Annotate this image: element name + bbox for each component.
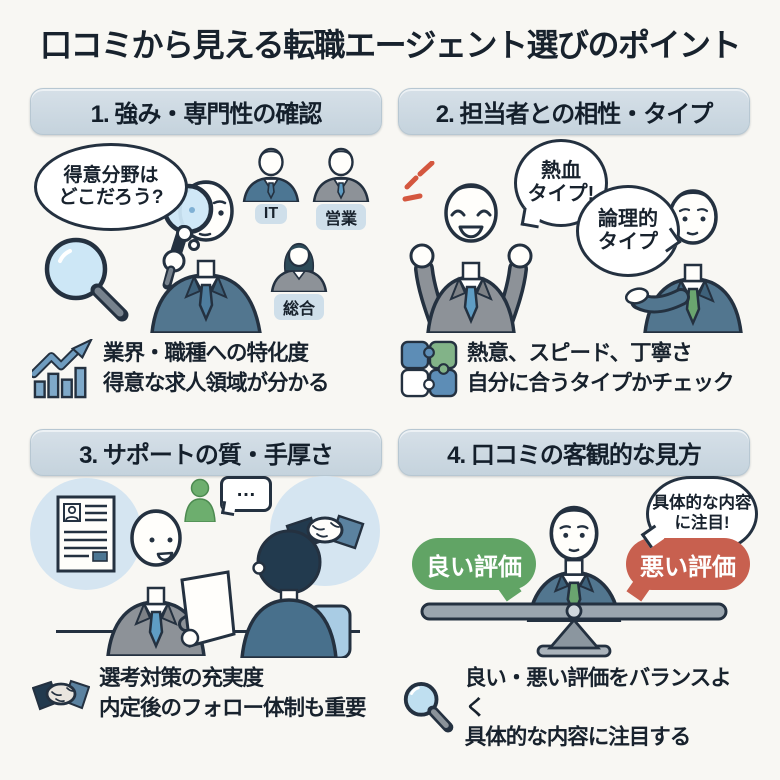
chat-person-icon <box>184 478 216 522</box>
chat-dots: … <box>236 479 256 501</box>
section-3-caption: 選考対策の充実度 内定後のフォロー体制も重要 <box>30 664 382 723</box>
section-4-caption-line1: 良い・悪い評価をバランスよく <box>464 666 732 720</box>
thought-dot-small <box>188 239 200 251</box>
section-support: 3. サポートの質・手厚さ <box>30 429 382 753</box>
thought-bubble: 得意分野は どこだろう? <box>34 143 188 231</box>
avatar-it: IT <box>238 145 304 224</box>
page-title: 口コミから見える転職エージェント選びのポイント <box>40 27 741 63</box>
section-2-caption-line1: 熱意、スピード、丁寧さ <box>467 341 693 365</box>
section-1-caption: 業界・職種への特化度 得意な求人領域が分かる <box>30 339 382 399</box>
bad-review-badge: 悪い評価 <box>626 538 750 590</box>
avatar-sales: 営業 <box>308 145 374 230</box>
section-2-header: 2. 担当者との相性・タイプ <box>398 88 750 135</box>
chat-dots-bubble-tail <box>220 500 237 517</box>
section-4-caption-line2: 具体的な内容に注目する <box>464 725 692 750</box>
logical-type-bubble: 論理的 タイプ <box>576 185 680 277</box>
section-1-caption-line2: 得意な求人領域が分かる <box>103 371 330 395</box>
magnifier-icon <box>44 237 129 322</box>
puzzle-icon <box>400 340 458 397</box>
good-review-label: 良い評価 <box>426 553 522 581</box>
section-2-caption: 熱意、スピード、丁寧さ 自分に合うタイプかチェック <box>398 339 750 398</box>
section-strengths: 1. 強み・専門性の確認 得意分野は どこだろう? <box>30 88 382 399</box>
bar-chart-up-icon <box>32 339 93 399</box>
hot-type-line2: タイプ! <box>527 183 595 205</box>
chat-dots-bubble: … <box>220 476 272 512</box>
good-review-badge: 良い評価 <box>412 538 536 590</box>
section-1-illustration: 得意分野は どこだろう? <box>30 135 382 333</box>
balance-scale <box>420 602 728 658</box>
specific-content-line2: に注目! <box>674 514 730 532</box>
section-3-caption-line2: 内定後のフォロー体制も重要 <box>99 695 367 720</box>
specific-content-line1: 具体的な内容 <box>652 494 752 513</box>
excitement-marks-icon <box>402 161 435 202</box>
magnifier-small-icon <box>403 682 454 733</box>
bad-review-label: 悪い評価 <box>640 553 736 581</box>
avatar-sales-figure <box>312 147 370 202</box>
client-back-view <box>240 529 352 658</box>
section-compatibility: 2. 担当者との相性・タイプ <box>398 88 750 399</box>
section-3-header: 3. サポートの質・手厚さ <box>30 429 382 476</box>
hot-type-bubble: 熱血 タイプ! <box>514 139 608 227</box>
logical-type-line2: タイプ <box>598 231 658 253</box>
section-2-caption-line2: 自分に合うタイプかチェック <box>467 370 735 395</box>
section-4-header: 4. 口コミの客観的な見方 <box>398 429 750 476</box>
avatar-it-figure <box>242 147 300 202</box>
section-4-caption: 良い・悪い評価をバランスよく 具体的な内容に注目する <box>398 664 750 753</box>
section-3-illustration: … <box>30 476 382 658</box>
section-1-caption-line1: 業界・職種への特化度 <box>103 341 309 366</box>
logical-type-line1: 論理的 <box>598 208 658 230</box>
avatar-it-label: IT <box>254 204 288 224</box>
avatar-general-label: 総合 <box>273 294 324 320</box>
resume-bubble <box>30 478 142 590</box>
section-4-illustration: 具体的な内容 に注目! 良い評価 悪い評価 <box>398 476 758 658</box>
section-1-header: 1. 強み・専門性の確認 <box>30 88 382 135</box>
enthusiastic-man <box>409 183 533 333</box>
sections-grid: 1. 強み・専門性の確認 得意分野は どこだろう? <box>30 88 758 753</box>
section-2-illustration: 熱血 タイプ! 論理的 タイプ <box>398 135 750 333</box>
agent-with-paper <box>106 509 236 656</box>
avatar-general: 総合 <box>266 235 332 320</box>
avatar-general-figure <box>270 242 328 292</box>
section-objectivity: 4. 口コミの客観的な見方 <box>398 429 758 753</box>
thought-line1: 得意分野は <box>63 164 159 186</box>
resume-icon <box>56 495 116 573</box>
handshake-icon <box>32 679 90 710</box>
section-3-caption-line1: 選考対策の充実度 <box>99 666 264 690</box>
avatar-sales-label: 営業 <box>315 204 366 230</box>
calm-man <box>625 189 743 333</box>
thought-line2: どこだろう? <box>58 187 164 208</box>
hot-type-bubble-tail <box>520 207 542 229</box>
thought-dot-large <box>176 225 193 242</box>
hot-type-line1: 熱血 <box>541 160 581 182</box>
